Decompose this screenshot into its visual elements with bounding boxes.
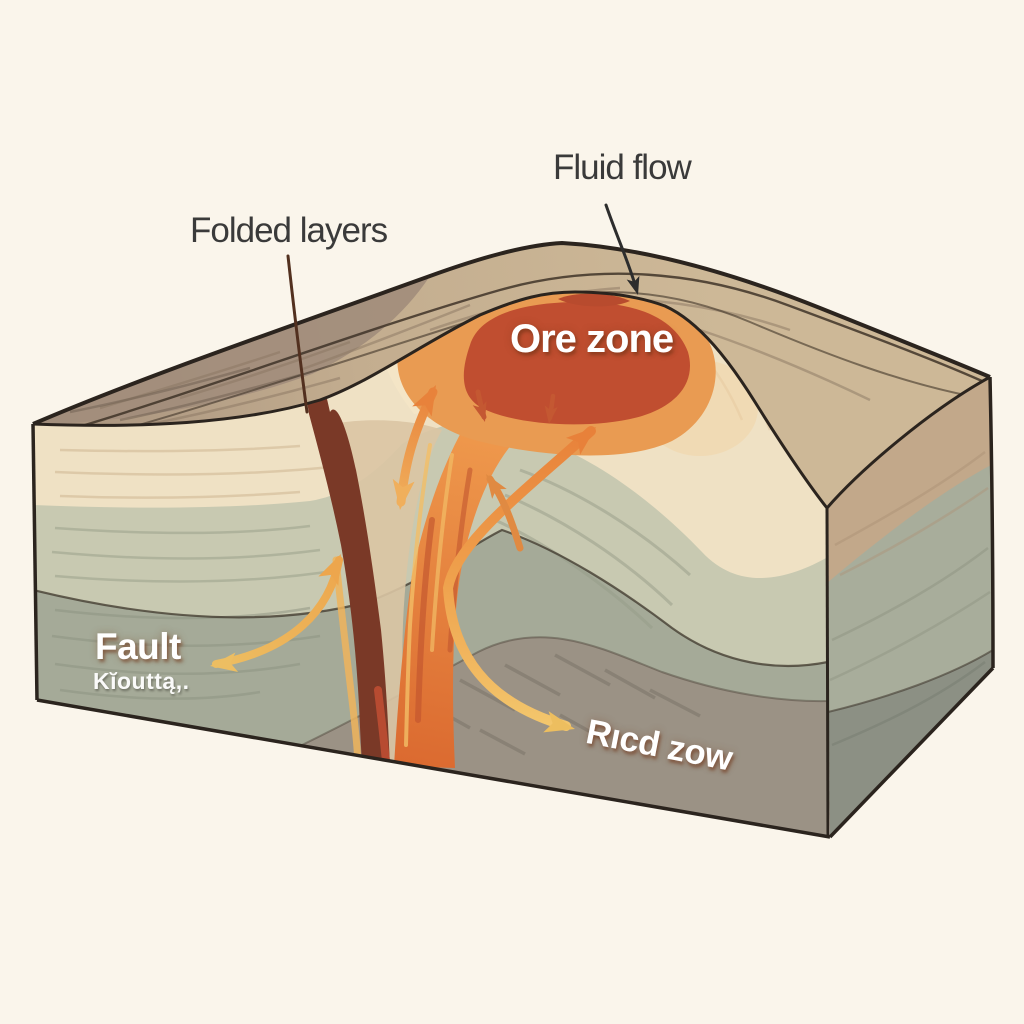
silhouette-edge (32, 240, 991, 426)
converging-arrow-icon (478, 469, 524, 552)
folded-layers-pointer-line (286, 254, 309, 414)
top-layer-line-1 (47, 272, 983, 438)
flow-arrows (208, 379, 604, 740)
top-dark-streaks (69, 366, 301, 422)
label-folded-layers: Folded layers (190, 211, 388, 250)
right-face-band-line (827, 649, 993, 713)
circulation-arrow-left-icon (208, 549, 351, 676)
fluid-flow-pointer-arrow (604, 203, 638, 290)
label-ore-zone: Ore zone (510, 317, 674, 361)
down-flow-arrow-icons (472, 389, 558, 425)
label-fault-subtext: Kĭouttą,. (93, 668, 190, 694)
label-fault: Fault (95, 626, 181, 667)
block-edges (31, 240, 995, 839)
label-pointers (286, 203, 645, 414)
fault-left-fluid-streak (332, 556, 362, 766)
right-texture-streaks (829, 451, 991, 747)
label-fluid-flow: Fluid flow (553, 148, 692, 187)
circulation-arrow-right-icon (442, 418, 604, 740)
front-top-edge (32, 290, 829, 509)
ore-zone-core (463, 302, 691, 425)
syncline-line (33, 528, 828, 668)
right-face-dark-band (828, 650, 993, 837)
ore-zone-neck (558, 293, 630, 307)
updown-flow-arrow-icon (389, 379, 446, 512)
fluid-plume (394, 421, 540, 768)
